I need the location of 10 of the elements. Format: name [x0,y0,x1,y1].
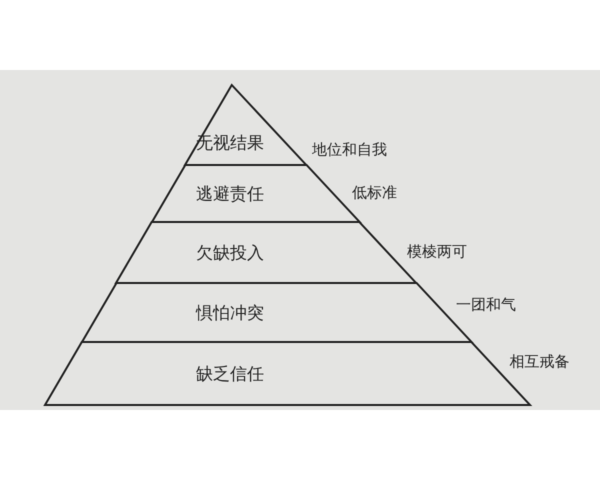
side-label: 相互戒备 [509,352,570,372]
tier-label: 欠缺投入 [196,242,264,264]
tier-label: 逃避责任 [196,183,264,205]
tier-label: 惧怕冲突 [196,302,264,324]
side-label: 地位和自我 [312,140,387,160]
side-label: 模棱两可 [406,242,467,262]
tier-label: 缺乏信任 [196,363,264,385]
tier-label: 无视结果 [196,132,264,154]
side-label: 一团和气 [456,296,516,314]
side-label: 低标准 [352,184,397,202]
